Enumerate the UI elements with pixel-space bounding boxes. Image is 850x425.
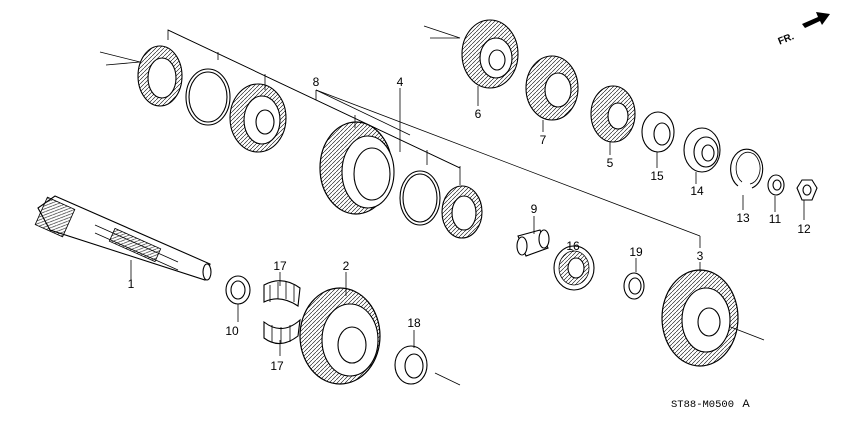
bearing-14	[683, 127, 721, 173]
gear-2	[299, 287, 381, 385]
callout-18: 18	[407, 316, 421, 330]
callout-4: 4	[397, 75, 404, 89]
callout-16: 16	[566, 239, 580, 253]
front-arrow-icon	[802, 12, 830, 28]
gear-5	[590, 85, 636, 143]
bearing-15	[641, 111, 675, 153]
needle-bearing-half-upper	[263, 280, 301, 307]
needle-bearing-16	[553, 245, 595, 291]
callout-13: 13	[736, 211, 750, 225]
callout-14: 14	[690, 184, 704, 198]
callout-17-lower: 17	[270, 359, 284, 373]
gear-3	[661, 269, 739, 367]
synchro-hub-upper	[229, 83, 287, 153]
snap-ring-13	[730, 148, 764, 189]
collar-9	[516, 229, 550, 257]
callout-6: 6	[475, 107, 482, 121]
front-direction-indicator: FR.	[777, 12, 830, 48]
callout-8: 8	[313, 75, 320, 89]
nut-12	[796, 179, 818, 201]
synchro-sleeve-8	[319, 121, 395, 215]
callout-9: 9	[531, 202, 538, 216]
gear-7	[525, 55, 579, 121]
callout-1: 1	[128, 277, 135, 291]
assembly-brackets	[99, 25, 765, 386]
callout-3: 3	[697, 249, 704, 263]
callout-5: 5	[607, 156, 614, 170]
diagram-code-text: ST88-M0500	[671, 399, 734, 411]
synchro-ring-mid	[441, 185, 483, 239]
ring-18	[394, 345, 428, 385]
callout-7: 7	[540, 133, 547, 147]
callout-15: 15	[650, 169, 664, 183]
diagram-code-suffix: A	[742, 398, 750, 410]
snap-ring-upper	[185, 68, 231, 126]
callout-12: 12	[797, 222, 811, 236]
diagram-code: ST88-M0500 A	[671, 398, 750, 411]
callout-17-upper: 17	[273, 259, 287, 273]
callout-10: 10	[225, 324, 239, 338]
callout-labels: 1 2 3 4 5 6 7 8 9 10 11 12 13 14 15 16 1…	[128, 75, 811, 373]
washer-11	[767, 174, 785, 196]
mainshaft	[34, 195, 212, 281]
needle-bearing-half-lower	[263, 318, 301, 345]
thrust-washer-10	[225, 275, 251, 305]
gear-6	[461, 19, 519, 89]
synchro-ring-upper	[137, 45, 183, 107]
callout-19: 19	[629, 245, 643, 259]
ring-19	[623, 272, 645, 300]
callout-leaders	[130, 86, 805, 356]
callout-2: 2	[343, 259, 350, 273]
callout-11: 11	[769, 212, 782, 226]
front-label: FR.	[777, 31, 796, 47]
snap-ring-mid	[399, 170, 441, 226]
